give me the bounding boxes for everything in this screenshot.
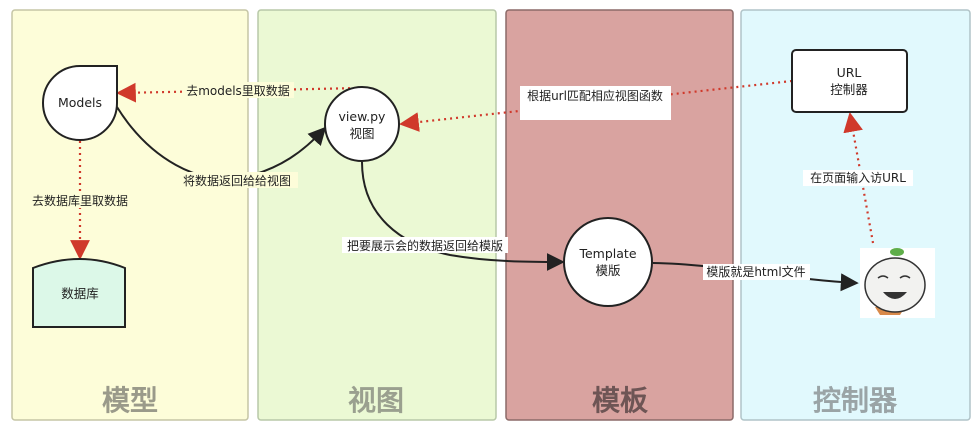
view-label-2: 视图 bbox=[349, 126, 374, 141]
label-url-to-view: 根据url匹配相应视图函数 bbox=[527, 88, 663, 103]
label-template-to-browser: 模版就是html文件 bbox=[706, 264, 805, 279]
template-label-1: Template bbox=[578, 246, 636, 261]
models-label: Models bbox=[58, 95, 102, 110]
browser-user-emoji-icon bbox=[860, 248, 935, 318]
node-models: Models bbox=[42, 65, 118, 141]
lane-title-template: 模板 bbox=[592, 384, 648, 417]
url-label-2: 控制器 bbox=[830, 82, 868, 97]
url-label-1: URL bbox=[837, 65, 862, 80]
lane-title-controller: 控制器 bbox=[813, 384, 898, 417]
edge-browser-to-url bbox=[843, 112, 875, 244]
lane-title-model: 模型 bbox=[102, 384, 158, 417]
lane-template: 模板 bbox=[505, 9, 734, 421]
label-browser-to-url: 在页面输入访URL bbox=[810, 170, 906, 185]
node-view: view.py 视图 bbox=[324, 86, 400, 162]
node-template: Template 模版 bbox=[563, 217, 653, 307]
node-database: 数据库 bbox=[32, 258, 126, 328]
template-label-2: 模版 bbox=[595, 263, 621, 278]
label-models-to-db: 去数据库里取数据 bbox=[32, 193, 128, 208]
edge-view-to-template bbox=[361, 161, 565, 271]
lane-model: 模型 bbox=[11, 9, 249, 421]
lane-title-view: 视图 bbox=[348, 384, 404, 417]
label-view-to-models: 去models里取数据 bbox=[186, 83, 290, 98]
label-view-to-template: 把要展示会的数据返回给模版 bbox=[347, 238, 503, 253]
node-url-controller: URL 控制器 bbox=[791, 49, 908, 113]
view-label-1: view.py bbox=[339, 109, 387, 124]
label-models-to-view: 将数据返回给给视图 bbox=[183, 173, 291, 188]
lane-view: 视图 bbox=[257, 9, 497, 421]
database-label: 数据库 bbox=[61, 286, 99, 301]
